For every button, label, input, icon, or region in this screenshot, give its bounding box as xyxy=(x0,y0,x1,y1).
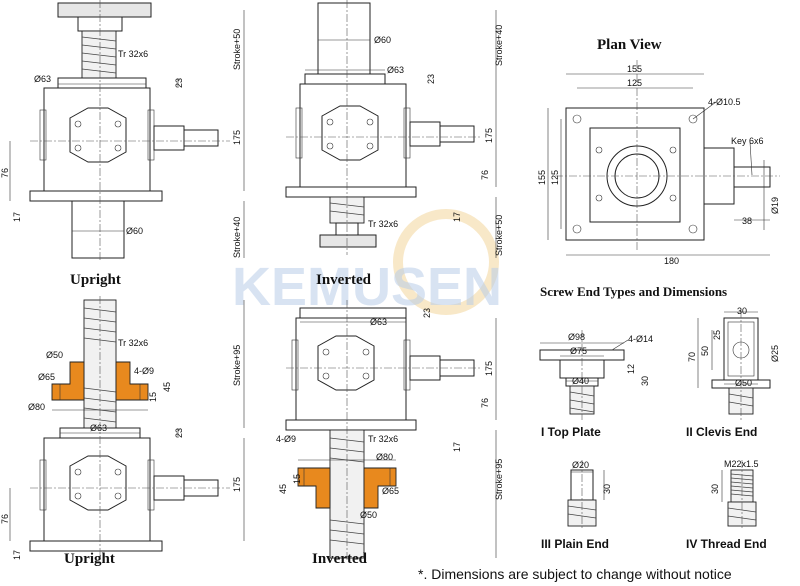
plan-l38: 38 xyxy=(742,216,752,226)
screw-end-types: Screw End Types and Dimensions Ø98 4-Ø14… xyxy=(539,284,780,551)
clevis-w30: 30 xyxy=(737,306,747,316)
footnote: *. Dimensions are subject to change with… xyxy=(418,566,732,582)
inverted-bottom-h17: 17 xyxy=(452,442,462,452)
inverted-top-h23: 23 xyxy=(426,74,436,84)
top-plate-h30: 30 xyxy=(640,376,650,386)
upright-top-caption: Upright xyxy=(70,272,121,288)
thread-m: M22x1.5 xyxy=(724,459,759,469)
upright-bottom-d63: Ø63 xyxy=(90,423,107,433)
plain-d20: Ø20 xyxy=(572,460,589,470)
inverted-top-stroke-bottom: Stroke+50 xyxy=(494,215,504,256)
upright-top-stroke-top: Stroke+50 xyxy=(232,29,242,70)
upright-top-h76: 76 xyxy=(0,168,10,178)
screw-ends-title: Screw End Types and Dimensions xyxy=(540,284,727,299)
top-plate-d40: Ø40 xyxy=(572,376,589,386)
thread-end: M22x1.5 30 IV Thread End xyxy=(686,459,767,551)
upright-top-stroke-bottom: Stroke+40 xyxy=(232,217,242,258)
plan-view: Plan View 155 125 4-Ø10.5 Key 6x6 155 12… xyxy=(537,37,780,266)
clevis-h70: 70 xyxy=(687,352,697,362)
top-plate-d75: Ø75 xyxy=(570,346,587,356)
upright-top-d63: Ø63 xyxy=(34,74,51,84)
upright-top-h17: 17 xyxy=(12,212,22,222)
inverted-top-caption: Inverted xyxy=(316,272,372,288)
clevis-h50: 50 xyxy=(700,346,710,356)
upright-bottom-caption: Upright xyxy=(64,551,115,567)
upright-bottom-h76: 76 xyxy=(0,514,10,524)
watermark-text: KEMUSEN xyxy=(232,257,502,317)
plan-h155: 155 xyxy=(537,170,547,185)
plain-label: III Plain End xyxy=(541,537,609,551)
upright-bottom-h17: 17 xyxy=(12,550,22,560)
upright-bottom-h23: 23 xyxy=(174,428,184,438)
upright-bottom-h15: 15 xyxy=(148,392,158,402)
inverted-bottom-h23: 23 xyxy=(422,308,432,318)
inverted-bottom-h175: 175 xyxy=(484,361,494,376)
upright-bottom-d50: Ø50 xyxy=(46,350,63,360)
inverted-bottom-d63: Ø63 xyxy=(370,317,387,327)
top-plate-holes: 4-Ø14 xyxy=(628,334,653,344)
watermark: KEMUSEN xyxy=(232,209,502,317)
plan-d19: Ø19 xyxy=(770,197,780,214)
plan-l180: 180 xyxy=(664,256,679,266)
upright-bottom-d80: Ø80 xyxy=(28,402,45,412)
plan-view-title: Plan View xyxy=(597,37,662,53)
plain-h30: 30 xyxy=(602,484,612,494)
clevis-end: 30 70 50 25 Ø25 Ø50 II Clevis End xyxy=(686,306,780,439)
thread-h30: 30 xyxy=(710,484,720,494)
thread-label: IV Thread End xyxy=(686,537,767,551)
inverted-bottom-h76: 76 xyxy=(480,398,490,408)
upright-bottom-d65: Ø65 xyxy=(38,372,55,382)
upright-top-h175: 175 xyxy=(232,130,242,145)
inverted-top-d60: Ø60 xyxy=(374,35,391,45)
top-plate-d98: Ø98 xyxy=(568,332,585,342)
inverted-bottom-d65: Ø65 xyxy=(382,486,399,496)
upright-bottom-stroke: Stroke+95 xyxy=(232,345,242,386)
inverted-bottom-thread: Tr 32x6 xyxy=(368,434,398,444)
inverted-top-d63: Ø63 xyxy=(387,65,404,75)
inverted-top-h175: 175 xyxy=(484,128,494,143)
inverted-bottom-stroke: Stroke+95 xyxy=(494,459,504,500)
clevis-d50: Ø50 xyxy=(735,378,752,388)
inverted-bottom-h45: 45 xyxy=(278,484,288,494)
inverted-bottom-caption: Inverted xyxy=(312,551,368,567)
upright-bottom-holes: 4-Ø9 xyxy=(134,366,154,376)
inverted-top-thread: Tr 32x6 xyxy=(368,219,398,229)
upright-top-view: Tr 32x6 Ø63 23 175 76 17 Stroke+50 Strok… xyxy=(0,0,245,288)
inverted-bottom-view: Ø63 23 175 76 17 4-Ø9 Tr 32x6 Ø80 45 15 … xyxy=(276,300,504,567)
plan-key: Key 6x6 xyxy=(731,136,764,146)
clevis-d25: Ø25 xyxy=(770,345,780,362)
plan-w155: 155 xyxy=(627,64,642,74)
top-plate-h12: 12 xyxy=(626,364,636,374)
inverted-top-h17: 17 xyxy=(452,212,462,222)
upright-bottom-view: Tr 32x6 Ø50 Ø65 4-Ø9 45 15 Ø80 Ø63 23 17… xyxy=(0,296,245,567)
inverted-top-view: Ø60 Ø63 23 175 76 17 Stroke+40 Stroke+50… xyxy=(285,0,504,288)
inverted-bottom-d80: Ø80 xyxy=(376,452,393,462)
upright-top-h23: 23 xyxy=(174,78,184,88)
upright-bottom-thread: Tr 32x6 xyxy=(118,338,148,348)
inverted-top-h76: 76 xyxy=(480,170,490,180)
plan-h125: 125 xyxy=(550,170,560,185)
top-plate-end: Ø98 4-Ø14 Ø75 12 30 Ø40 I Top Plate xyxy=(539,330,653,439)
top-plate-label: I Top Plate xyxy=(541,425,601,439)
plan-holes: 4-Ø10.5 xyxy=(708,97,741,107)
inverted-bottom-holes: 4-Ø9 xyxy=(276,434,296,444)
upright-bottom-h45: 45 xyxy=(162,382,172,392)
inverted-top-stroke-top: Stroke+40 xyxy=(494,25,504,66)
upright-bottom-h175: 175 xyxy=(232,477,242,492)
plain-end: Ø20 30 III Plain End xyxy=(541,460,612,551)
clevis-label: II Clevis End xyxy=(686,425,757,439)
plan-w125: 125 xyxy=(627,78,642,88)
upright-top-d60: Ø60 xyxy=(126,226,143,236)
inverted-bottom-h15: 15 xyxy=(292,474,302,484)
inverted-bottom-d50: Ø50 xyxy=(360,510,377,520)
clevis-h25: 25 xyxy=(712,330,722,340)
upright-top-thread: Tr 32x6 xyxy=(118,49,148,59)
